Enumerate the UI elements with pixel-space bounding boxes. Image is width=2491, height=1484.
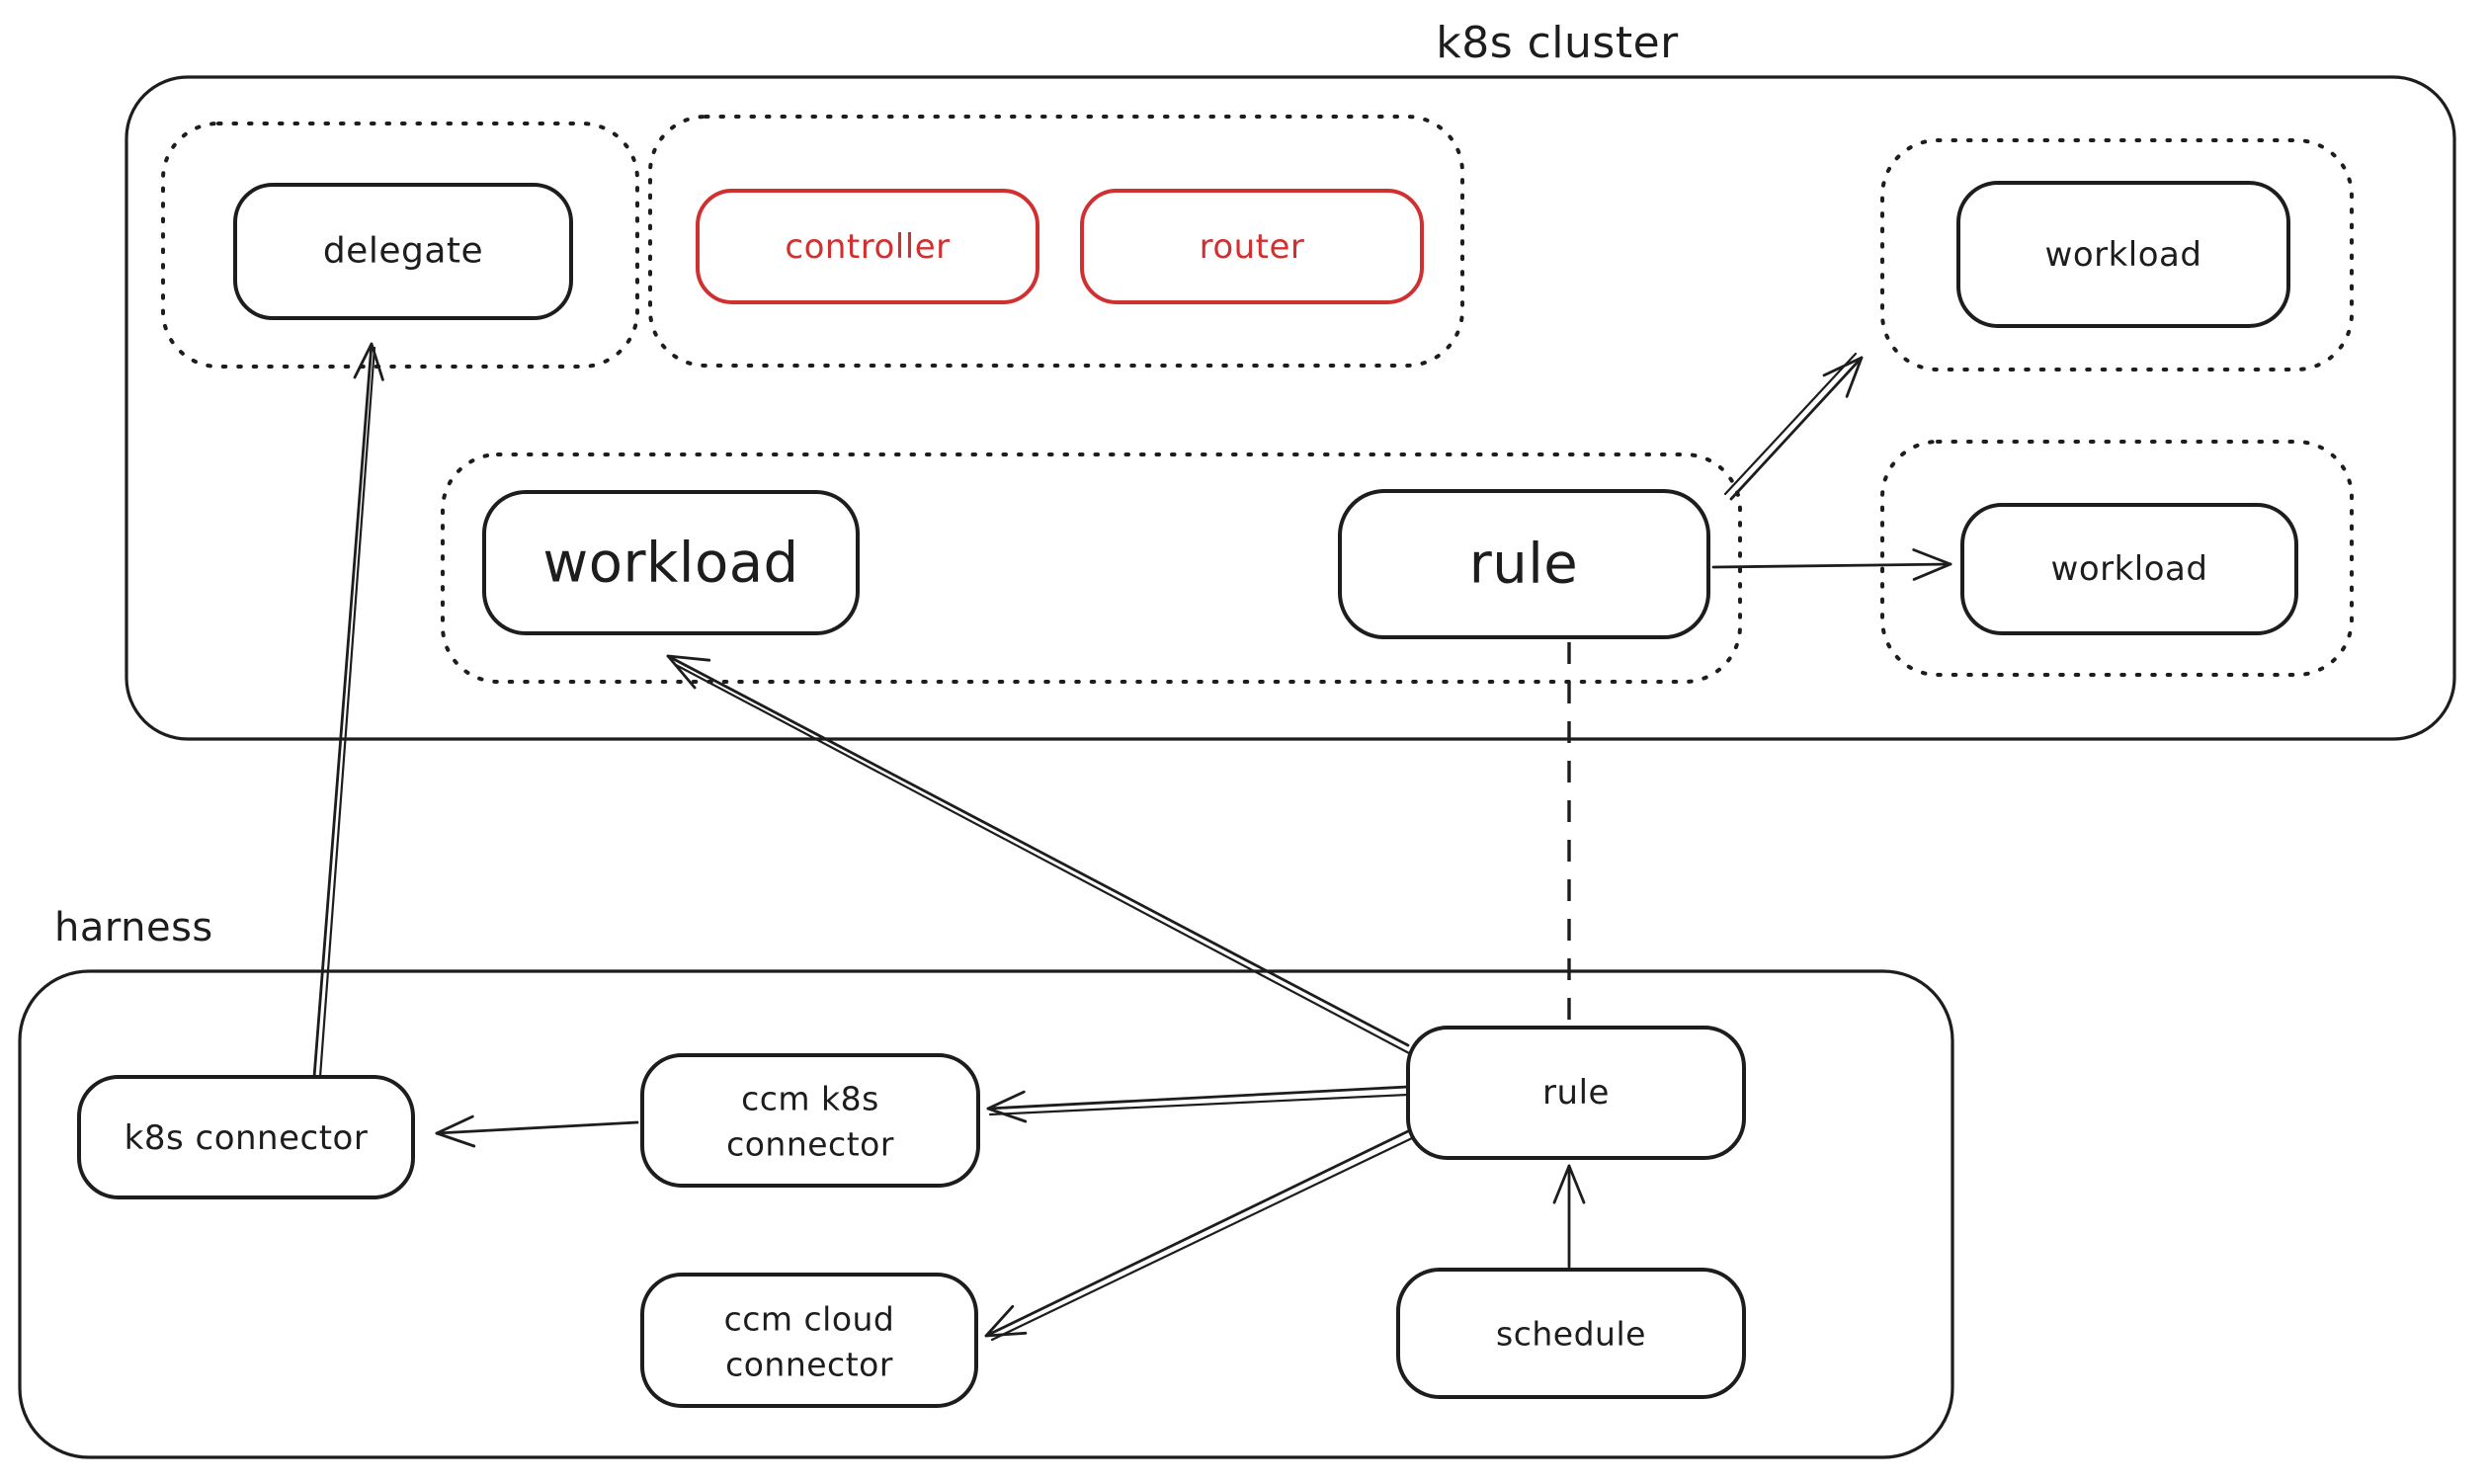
rule-harness-label: rule (1542, 1073, 1610, 1113)
schedule-node (1396, 1268, 1746, 1399)
k8s-connector-node (77, 1075, 415, 1199)
workload-top-right-dotted-group (1880, 138, 2354, 371)
controller-router-dotted-group (648, 115, 1464, 368)
rule-k8s-node (1338, 489, 1710, 639)
router-node (1080, 189, 1424, 304)
ccm-k8s-connector-label-line2: connector (726, 1125, 894, 1164)
rule-harness-node (1406, 1026, 1746, 1160)
k8s-connector-label: k8s connector (125, 1118, 369, 1158)
delegate-node (233, 183, 573, 320)
k8s-cluster-container (125, 75, 2456, 741)
workload-top-right-label: workload (2045, 235, 2202, 275)
controller-label: controller (785, 227, 950, 267)
controller-node (696, 189, 1039, 304)
ccm-cloud-connector-label-line2: connector (725, 1346, 893, 1384)
arrow-rule-k8s-to-workload-right (1711, 548, 1952, 581)
k8s-cluster-title: k8s cluster (1436, 18, 1679, 68)
harness-container (18, 969, 1954, 1459)
workload-main-label: workload (542, 532, 798, 596)
ccm-k8s-connector-label-line1: ccm k8s (741, 1080, 879, 1118)
workload-main-node (482, 490, 860, 635)
ccm-k8s-connector-node (640, 1053, 980, 1188)
arrow-rule-k8s-to-workload-top-right (1723, 352, 1864, 501)
arrow-rule-harness-to-ccm-cloud-connector (984, 1129, 1414, 1342)
workload-right-label: workload (2051, 549, 2208, 589)
arrow-schedule-to-rule-harness (1552, 1164, 1586, 1269)
rule-k8s-label: rule (1469, 533, 1579, 597)
workload-top-right-node (1956, 181, 2290, 328)
ccm-cloud-connector-label-line1: ccm cloud (724, 1300, 895, 1339)
arrow-k8s-connector-to-delegate (312, 342, 384, 1079)
workload-right-dotted-group (1880, 440, 2354, 677)
arrow-ccm-k8s-connector-to-k8s-connector (435, 1114, 639, 1148)
arrow-rule-harness-to-ccm-k8s-connector (986, 1085, 1410, 1123)
workload-right-node (1960, 503, 2298, 635)
harness-label: harness (54, 905, 213, 950)
delegate-label: delegate (323, 231, 483, 272)
router-label: router (1200, 227, 1305, 267)
delegate-dotted-group (161, 122, 639, 369)
arrow-rule-harness-to-workload-main (666, 654, 1413, 1056)
schedule-label: schedule (1496, 1315, 1646, 1354)
ccm-cloud-connector-node (640, 1273, 978, 1408)
